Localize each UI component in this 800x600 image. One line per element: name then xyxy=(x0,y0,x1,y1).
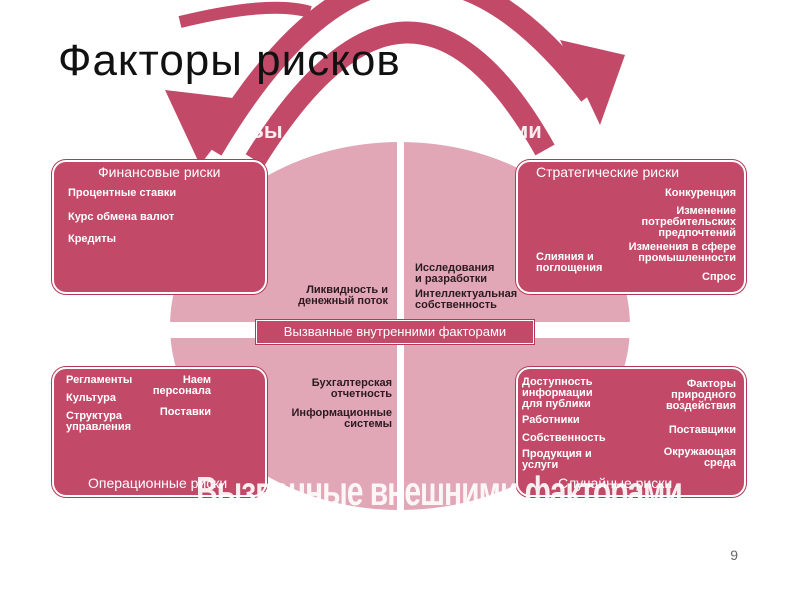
financial-item-credits: Кредиты xyxy=(68,233,117,245)
hazard-item-property: Собственность xyxy=(522,432,606,444)
center-information-systems: Информационные системы xyxy=(291,407,392,430)
page-number: 9 xyxy=(730,547,738,563)
hazard-item-suppliers: Поставщики xyxy=(668,424,736,436)
slide-title: Факторы рисков xyxy=(58,36,401,85)
financial-risks-title: Финансовые риски xyxy=(98,164,221,180)
hazard-item-products: Продукция и услуги xyxy=(522,448,592,471)
hazard-risks-box: Доступность информации для публики Работ… xyxy=(516,367,746,497)
hazard-item-public-information: Доступность информации для публики xyxy=(522,376,593,410)
operational-item-supplies: Поставки xyxy=(159,406,211,418)
center-intellectual-property: Интеллектуальная собственность xyxy=(415,288,518,311)
small-arch-line xyxy=(178,1,312,28)
hazard-item-employees: Работники xyxy=(522,414,580,426)
center-accounting: Бухгалтерская отчетность xyxy=(311,377,392,400)
strategic-item-mergers: Слияния и поглощения xyxy=(536,251,603,274)
strategic-item-industry-changes: Изменения в сфере промышленности xyxy=(628,241,736,264)
strategic-item-demand: Спрос xyxy=(702,271,736,283)
strategic-risks-box: Стратегические риски Конкуренция Изменен… xyxy=(516,160,746,294)
arch-arrows xyxy=(202,0,599,166)
operational-risks-box: Регламенты Культура Структура управления… xyxy=(52,367,267,497)
hazard-risks-title: Случайные риски xyxy=(558,475,673,491)
operational-item-hiring: Наем персонала xyxy=(152,374,211,397)
operational-risks-title: Операционные риски xyxy=(88,475,228,491)
operational-item-culture: Культура xyxy=(66,392,116,404)
hazard-item-environment: Окружающая среда xyxy=(663,446,736,469)
arrow-heads xyxy=(165,40,625,165)
center-liquidity: Ликвидность и денежный поток xyxy=(298,284,388,307)
strategic-risks-title: Стратегические риски xyxy=(536,164,680,180)
operational-item-regulations: Регламенты xyxy=(66,374,133,386)
internal-factors-banner: Вызванные внутренними факторами xyxy=(256,320,534,344)
center-research: Исследования и разработки xyxy=(415,262,495,285)
financial-item-interest-rates: Процентные ставки xyxy=(68,187,177,199)
financial-risks-box: Финансовые риски Процентные ставки Курс … xyxy=(52,160,267,294)
external-factors-label: Вызванные внешними факторами xyxy=(196,470,683,515)
hazard-item-natural-factors: Факторы природного воздействия xyxy=(666,378,736,412)
financial-item-exchange-rate: Курс обмена валют xyxy=(68,211,175,223)
top-label-fragment-left: Вы xyxy=(248,118,283,143)
operational-item-management-structure: Структура управления xyxy=(66,410,132,433)
top-label-fragment-right: ми xyxy=(512,118,542,143)
strategic-item-consumer-preferences: Изменение потребительских предпочтений xyxy=(641,205,736,239)
strategic-item-competition: Конкуренция xyxy=(665,187,736,199)
